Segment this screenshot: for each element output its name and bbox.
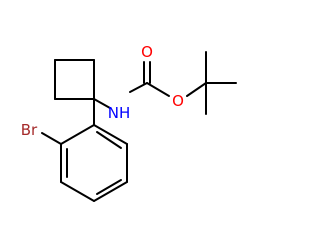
bond-ester-oxygen-tertiary-carbon xyxy=(186,82,207,97)
bond-aryl-bromine xyxy=(41,132,62,145)
bond-ar3-ar4 xyxy=(60,181,95,202)
molecule-structure: Br NH O O xyxy=(21,43,237,202)
bond-ar1-ar2 xyxy=(60,124,95,145)
bond-aromatic-inner-2 xyxy=(96,179,122,195)
carbonyl-oxygen-label: O xyxy=(141,43,153,61)
ester-oxygen-label: O xyxy=(172,92,184,110)
bond-ar6-ar1 xyxy=(93,124,128,145)
nitrogen-label: NH xyxy=(108,104,131,122)
cyclobutane-ring xyxy=(54,59,95,100)
bond-carbonyl-ester-oxygen xyxy=(146,82,170,97)
bond-ar4-ar5 xyxy=(93,181,128,202)
bond-aromatic-inner-3 xyxy=(96,131,122,149)
carbamate-group xyxy=(129,61,207,97)
bond-c1-nitrogen xyxy=(93,98,111,109)
benzene-ring xyxy=(60,124,128,202)
tert-butyl-group xyxy=(205,51,237,115)
bromine-label: Br xyxy=(21,121,38,139)
bond-nitrogen-carbonyl xyxy=(129,82,148,93)
